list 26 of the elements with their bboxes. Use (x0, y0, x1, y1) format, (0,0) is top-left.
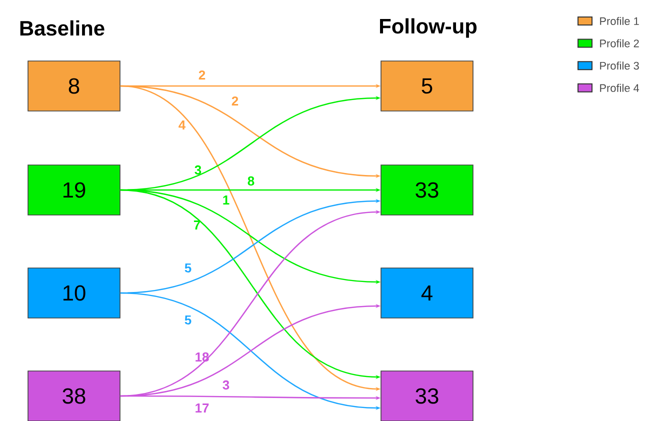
count-box: 33 (380, 164, 474, 216)
edge-label: 2 (198, 70, 206, 80)
count-box: 4 (380, 268, 474, 318)
edge-label: 3 (194, 165, 202, 175)
edge-label: 8 (248, 176, 254, 186)
edge-label: 2 (232, 96, 238, 106)
legend-label: Profile 2 (600, 39, 639, 48)
count-box: 38 (28, 370, 120, 421)
column-heading: Baseline (20, 20, 104, 36)
edge-label: 5 (184, 315, 192, 325)
legend-label: Profile 4 (600, 84, 640, 92)
count-box: 10 (28, 268, 120, 318)
edge-label: 4 (178, 120, 186, 130)
count-box: 19 (28, 164, 120, 216)
column-heading: Follow-up (380, 18, 477, 38)
legend-label: Profile 3 (600, 62, 639, 70)
edge-label: 7 (194, 220, 200, 230)
count-box: 33 (380, 370, 474, 421)
edge-label: 5 (184, 263, 192, 273)
edge-label: 1 (223, 196, 230, 204)
edge-label: 3 (222, 380, 230, 390)
count-box: 5 (380, 60, 474, 112)
edge-label: 17 (196, 404, 209, 412)
edge-label: 18 (196, 352, 209, 362)
count-box: 8 (28, 60, 120, 112)
legend-label: Profile 1 (600, 16, 639, 26)
